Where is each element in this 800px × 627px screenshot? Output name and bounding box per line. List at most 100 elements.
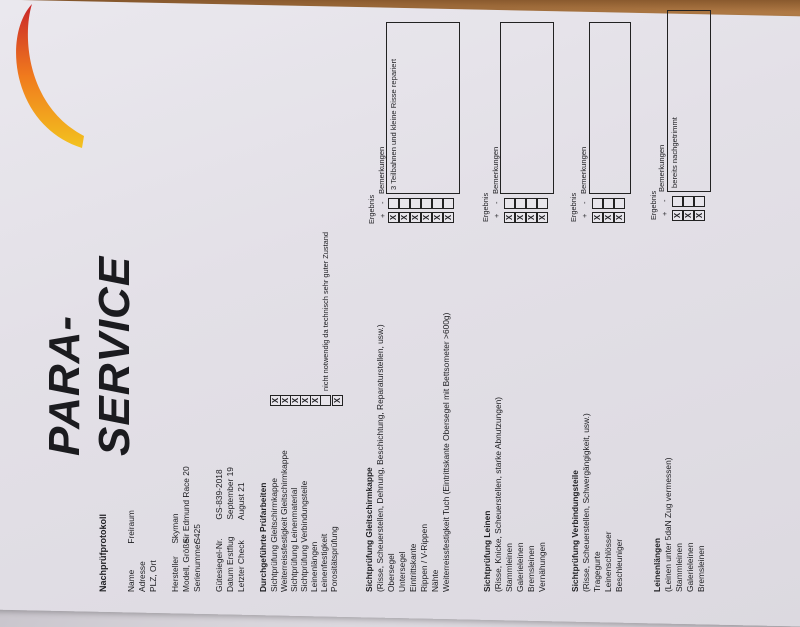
line-lengths-minus-checkbox[interactable] xyxy=(672,196,683,207)
canopy-plus-checkbox[interactable]: X xyxy=(388,212,399,223)
customer-address-row: Adresse xyxy=(137,546,148,592)
canopy-subheading: (Risse, Scheuerstellen, Dehnung, Beschic… xyxy=(375,324,385,592)
serial-value: S425 xyxy=(192,524,202,544)
connectors-remarks-box[interactable] xyxy=(589,22,631,194)
lines-plus-checkbox[interactable]: X xyxy=(504,212,515,223)
lines-minus-checkbox[interactable] xyxy=(515,198,526,209)
line-lengths-remarks-text: bereits nachgetrimmt xyxy=(670,117,679,188)
canopy-result-label: Ergebnis xyxy=(367,194,376,224)
line-lengths-heading: Leinenlängen xyxy=(652,538,662,592)
connectors-item: Beschleuniger xyxy=(614,538,624,592)
customer-name-row: Name Freiraum xyxy=(126,510,137,592)
connectors-remarks-label: Bemerkungen xyxy=(579,146,588,194)
test-checkbox[interactable]: X xyxy=(332,395,343,406)
canopy-plus-checkbox[interactable]: X xyxy=(443,212,454,223)
canopy-minus-checkbox[interactable] xyxy=(388,198,399,209)
canopy-minus-checkbox[interactable] xyxy=(399,198,410,209)
line-lengths-result-label: Ergebnis xyxy=(649,190,658,220)
line-lengths-plus-checkbox[interactable]: X xyxy=(672,210,683,221)
lines-minus-checkbox[interactable] xyxy=(537,198,548,209)
canopy-plus-checkbox[interactable]: X xyxy=(410,212,421,223)
line-lengths-remarks-box[interactable]: bereits nachgetrimmt xyxy=(667,10,711,192)
line-lengths-plus-checkbox[interactable]: X xyxy=(694,210,705,221)
tests-note: nicht notwendig da technisch sehr guter … xyxy=(321,232,330,391)
manufacturer-row: Hersteller Skyman xyxy=(170,513,181,592)
lines-plus-checkbox[interactable]: X xyxy=(515,212,526,223)
lines-plus: + xyxy=(492,213,501,218)
line-lengths-plus-checkbox[interactable]: X xyxy=(683,210,694,221)
canopy-heading: Sichtprüfung Gleitschirmkappe xyxy=(364,467,374,592)
connectors-plus-checkbox[interactable]: X xyxy=(592,212,603,223)
line-lengths-minus-checkbox[interactable] xyxy=(683,196,694,207)
test-item: Porositätsprüfung xyxy=(329,526,339,592)
lines-plus-checkbox[interactable]: X xyxy=(526,212,537,223)
line-lengths-item: Galerieleinen xyxy=(685,542,695,592)
connectors-subheading: (Risse, Scheuerstellen, Schwergängigkeit… xyxy=(581,413,591,592)
canopy-plus-checkbox[interactable]: X xyxy=(421,212,432,223)
lines-item: Bremsleinen xyxy=(526,545,536,592)
first-flight-value: September 19 xyxy=(225,467,235,520)
lines-minus-checkbox[interactable] xyxy=(504,198,515,209)
connectors-plus: + xyxy=(580,213,589,218)
customer-plz-row: PLZ, Ort xyxy=(148,546,159,592)
canopy-item: Untersegel xyxy=(397,551,407,592)
canopy-item: Obersegel xyxy=(386,553,396,592)
lines-plus-checkbox[interactable]: X xyxy=(537,212,548,223)
first-flight-row: Datum Erstflug September 19 xyxy=(225,467,236,592)
tests-heading: Durchgeführte Prüfarbeiten xyxy=(258,482,268,592)
name-value: Freiraum xyxy=(126,510,136,544)
lines-subheading: (Risse, Knicke, Scheuerstellen, starke A… xyxy=(493,396,503,592)
address-label: Adresse xyxy=(137,561,147,592)
connectors-minus: - xyxy=(580,201,589,204)
name-label: Name xyxy=(126,569,136,592)
canopy-minus-checkbox[interactable] xyxy=(410,198,421,209)
lines-item: Stammleinen xyxy=(504,543,514,592)
last-check-row: Letzter Check August 21 xyxy=(236,482,247,592)
connectors-minus-checkbox[interactable] xyxy=(592,198,603,209)
manufacturer-value: Skyman xyxy=(170,513,180,544)
logo-swoosh-icon xyxy=(16,4,84,148)
lines-heading: Sichtprüfung Leinen xyxy=(482,510,492,592)
line-lengths-item: Bremsleinen xyxy=(696,545,706,592)
plz-label: PLZ, Ort xyxy=(148,560,158,592)
canopy-remarks-box[interactable]: 3 Teilbahnen und kleine Risse repariert xyxy=(386,22,460,194)
inspection-document: PARA-SERVICE Nachprüfprotokoll Name Frei… xyxy=(2,0,800,596)
lines-item: Vernähungen xyxy=(537,542,547,592)
canopy-minus-checkbox[interactable] xyxy=(432,198,443,209)
canopy-item: Weiterreissfestigkeit Tuch (Eintrittskan… xyxy=(441,312,451,592)
canopy-item: Rippen / V-Rippen xyxy=(419,524,429,592)
logo-wordmark: PARA-SERVICE xyxy=(40,255,139,456)
canopy-minus-checkbox[interactable] xyxy=(421,198,432,209)
test-checkbox[interactable] xyxy=(320,395,331,406)
lines-remarks-box[interactable] xyxy=(500,22,554,194)
connectors-plus-checkbox[interactable]: X xyxy=(603,212,614,223)
lines-result-label: Ergebnis xyxy=(481,192,490,222)
connectors-heading: Sichtprüfung Verbindungsteile xyxy=(570,470,580,592)
last-check-value: August 21 xyxy=(236,482,246,521)
canopy-remarks-text: 3 Teilbahnen und kleine Risse repariert xyxy=(389,58,398,190)
line-lengths-minus-checkbox[interactable] xyxy=(694,196,705,207)
lines-remarks-label: Bemerkungen xyxy=(491,146,500,194)
model-value: Sir Edmund Race 20 xyxy=(181,466,191,544)
connectors-item: Leinenschlösser xyxy=(603,531,613,592)
canopy-plus-checkbox[interactable]: X xyxy=(432,212,443,223)
seal-row: Gütesiegel-Nr. GS-839-2018 xyxy=(214,469,225,592)
connectors-minus-checkbox[interactable] xyxy=(603,198,614,209)
lines-minus: - xyxy=(492,201,501,204)
canopy-minus-checkbox[interactable] xyxy=(443,198,454,209)
line-lengths-remarks-label: Bemerkungen xyxy=(657,144,666,192)
lines-minus-checkbox[interactable] xyxy=(526,198,537,209)
connectors-item: Tragegurte xyxy=(592,551,602,592)
manufacturer-label: Hersteller xyxy=(170,556,180,592)
model-label: Modell, Größe xyxy=(181,538,191,592)
connectors-minus-checkbox[interactable] xyxy=(614,198,625,209)
canopy-minus: - xyxy=(378,201,387,204)
seal-value: GS-839-2018 xyxy=(214,469,224,520)
serial-label: Serienummer xyxy=(192,541,202,592)
canopy-plus-checkbox[interactable]: X xyxy=(399,212,410,223)
seal-label: Gütesiegel-Nr. xyxy=(214,538,224,592)
connectors-plus-checkbox[interactable]: X xyxy=(614,212,625,223)
line-lengths-subheading: (Leinen unter 5daN Zug vermessen) xyxy=(663,457,673,592)
canopy-plus: + xyxy=(378,213,387,218)
line-lengths-minus: - xyxy=(660,199,669,202)
